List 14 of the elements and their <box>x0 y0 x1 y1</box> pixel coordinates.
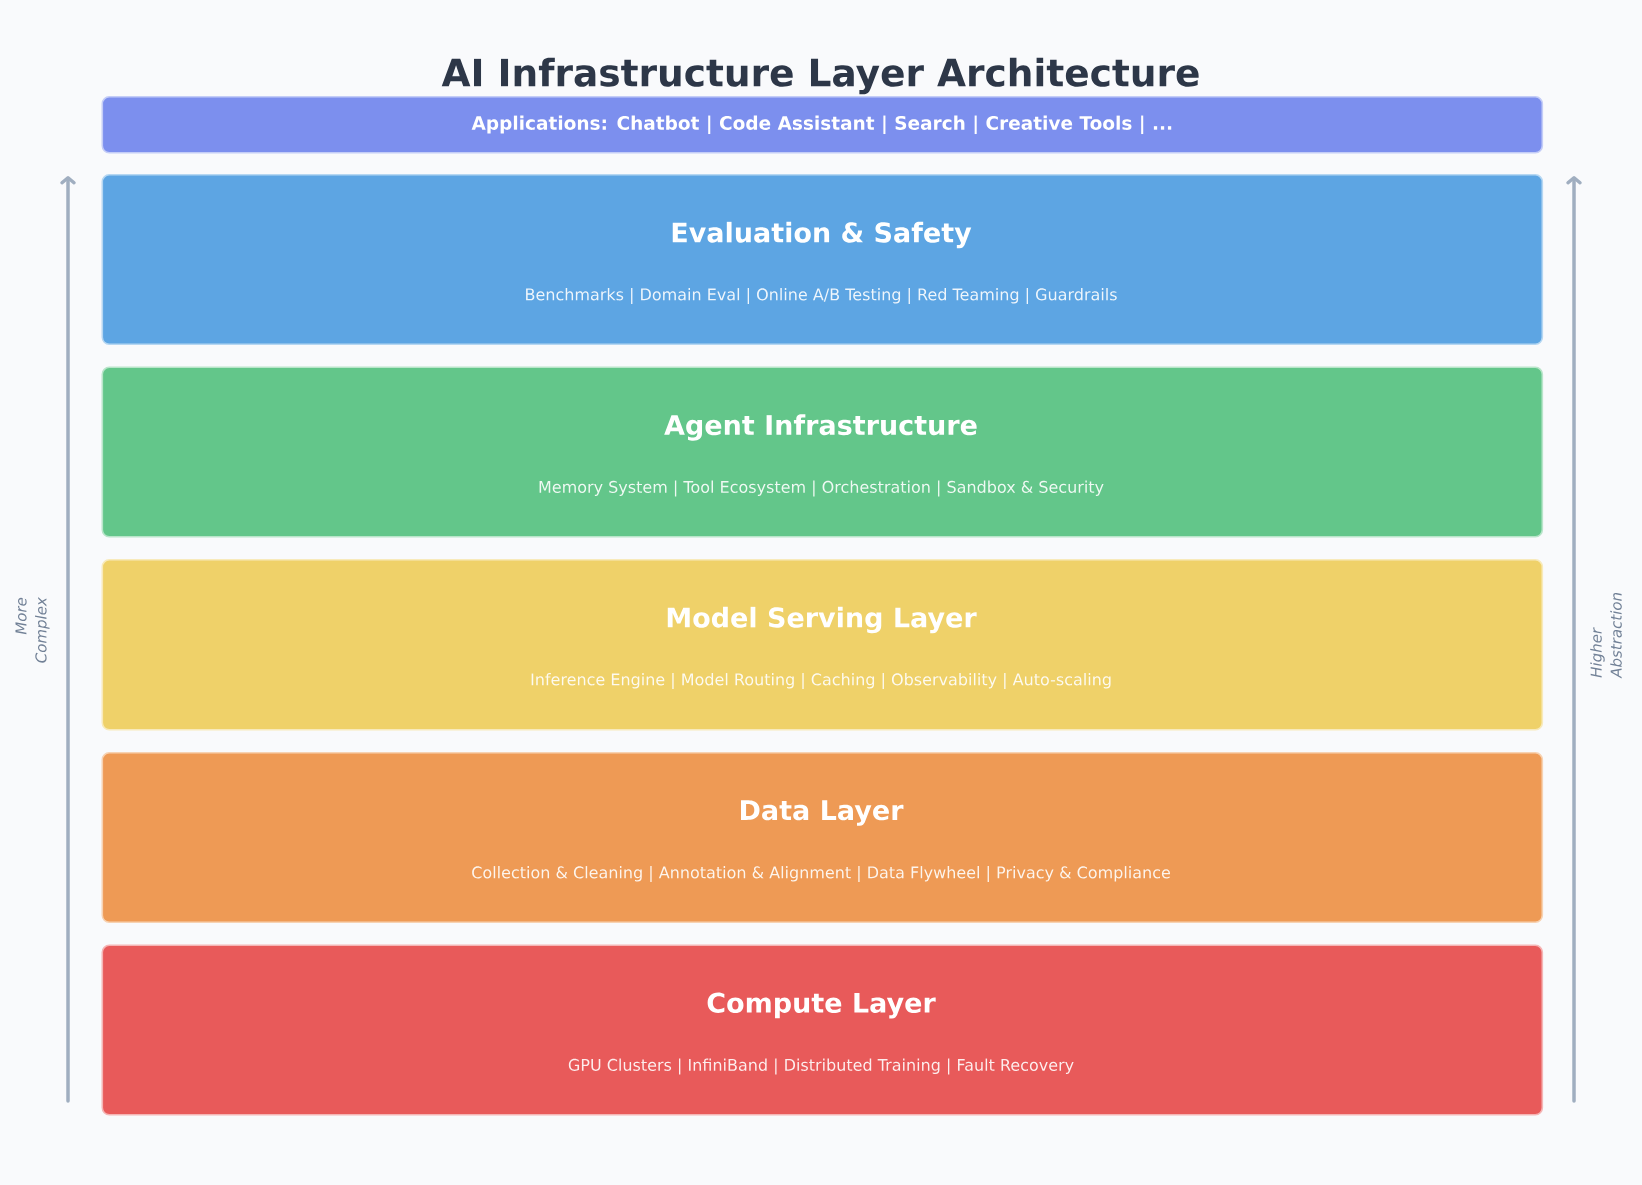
direction-label: More Complex <box>15 597 50 663</box>
layer-title: Evaluation & Safety <box>672 221 972 249</box>
layer-title: Compute Layer <box>707 992 936 1019</box>
application-bar: Applications: Chatbot | Code Assistant | Search | Creative Tools | ... <box>101 96 1544 154</box>
layer-description: Memory System | Tool Ecosystem | Orchestration | Sandbox & Security <box>539 480 1104 497</box>
layer-title: Model Serving Layer <box>667 606 977 634</box>
direction-label: Higher Abstraction <box>1590 593 1622 679</box>
layer-description: Benchmarks | Domain Eval | Online A/B Testing | Red Teaming | Guardrails <box>526 288 1117 304</box>
layer-title: Agent Infrastructure <box>664 414 977 441</box>
layer-title: Data Layer <box>741 800 904 826</box>
layer-description: Inference Engine | Model Routing | Caching | Observability | Auto-scaling <box>531 673 1111 689</box>
title: AI Infrastructure Layer Architecture <box>441 57 1199 95</box>
layer-description: Collection & Cleaning | Annotation & Alignment | Data Flywheel | Privacy & Compliance <box>472 866 1170 882</box>
layer-description: GPU Clusters | InfiniBand | Distributed Training | Fault Recovery <box>568 1058 1074 1075</box>
